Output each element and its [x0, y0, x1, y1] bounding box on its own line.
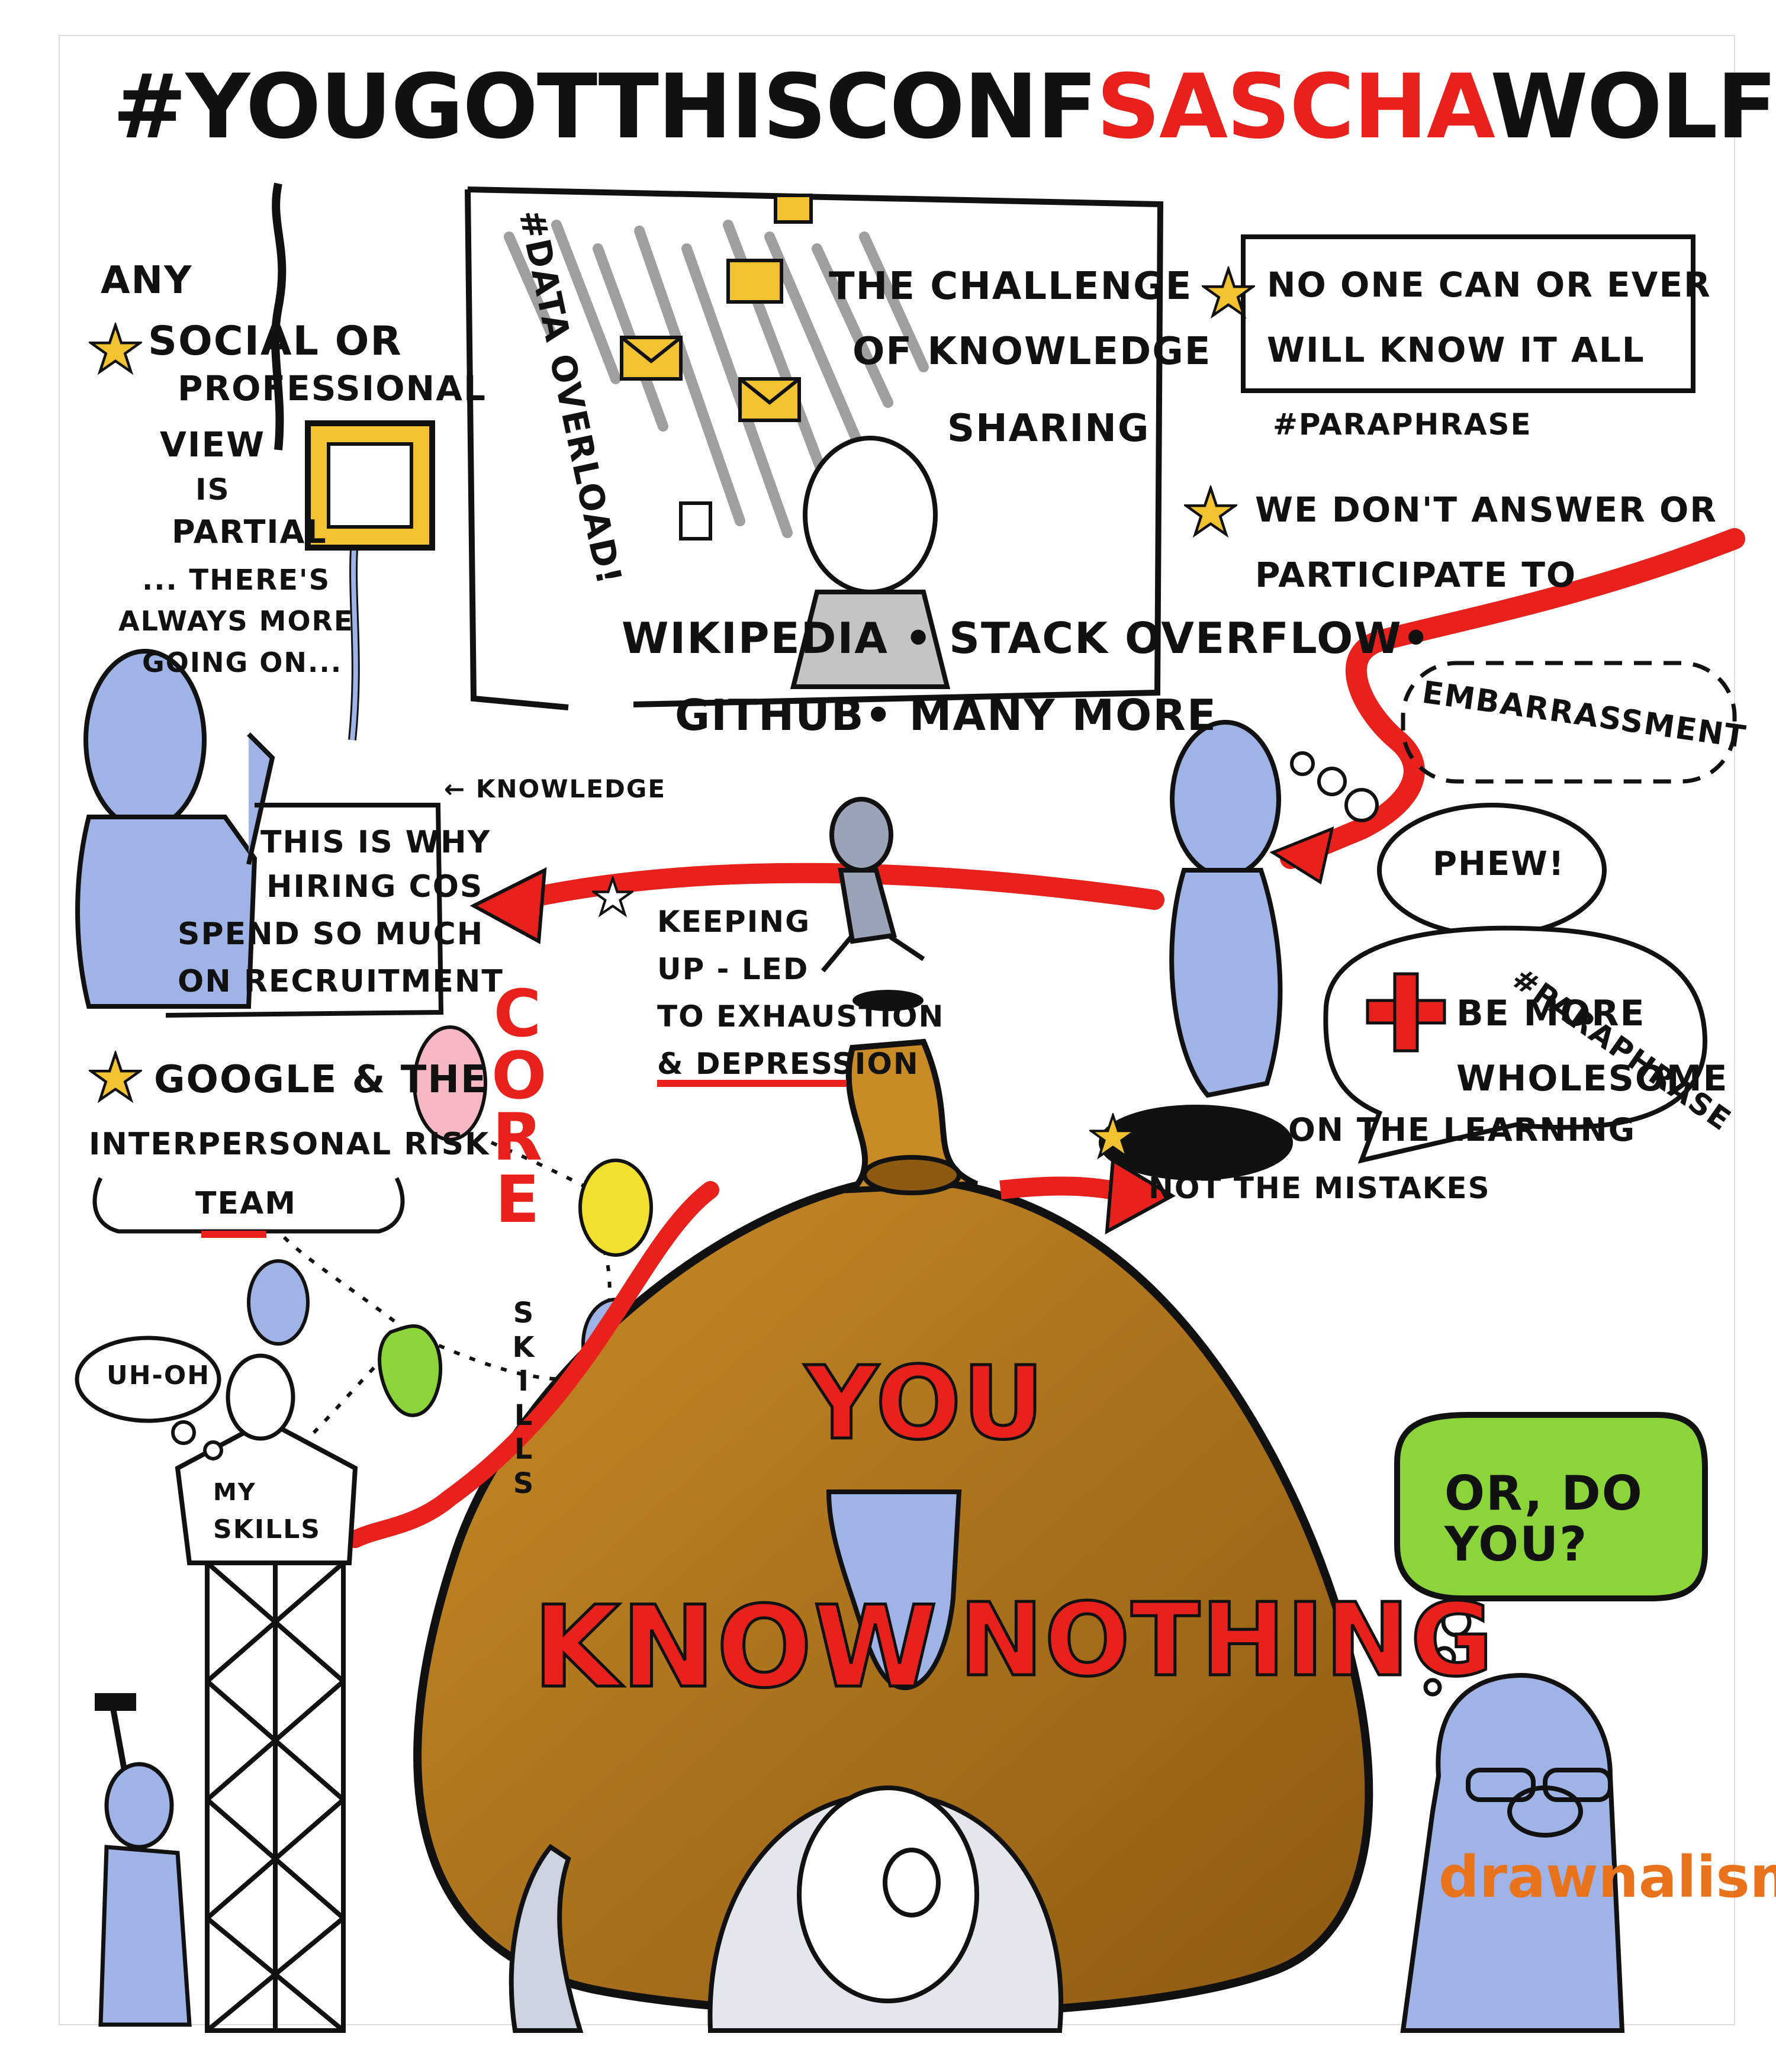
frame-icon [305, 420, 435, 551]
red-cross-icon [1366, 972, 1446, 1053]
partial-label: Partial [172, 513, 327, 551]
title-speaker-last: Wolf [1490, 56, 1776, 159]
professional-label: Professional [178, 368, 487, 408]
hiring-line-3: spend so much [178, 916, 484, 952]
star-icon [592, 876, 633, 918]
my-skills-line-1: My [213, 1479, 256, 1506]
challenge-line-1: The Challenge [829, 265, 1193, 308]
is-label: is [195, 472, 230, 507]
or-do-you-label: Or, Do You? [1444, 1466, 1643, 1572]
page-title: #YouGotThisConfSaschaWolf [112, 59, 1776, 155]
hiring-line-2: hiring Cos [266, 869, 484, 905]
star-icon [1089, 1113, 1137, 1160]
data-overload-box [465, 186, 1164, 710]
title-hashtag: #YouGotThisConf [112, 56, 1098, 159]
paraphrase-tag: #Paraphrase [1273, 407, 1532, 442]
embarrassment-cloud [1401, 661, 1737, 784]
social-label: Social or [148, 318, 403, 365]
keeping-line-1: Keeping [657, 905, 811, 939]
star-icon [1202, 266, 1255, 319]
challenge-line-2: of Knowledge [852, 330, 1212, 374]
green-bubble [1394, 1412, 1708, 1601]
bag-you-label: You [804, 1345, 1046, 1462]
be-more-line-2: Wholesome [1456, 1058, 1729, 1099]
star-icon [89, 323, 142, 375]
no-one-box [1241, 234, 1695, 393]
star-icon [1184, 485, 1237, 538]
platforms-line-1: Wikipedia • Stack Overflow• [622, 613, 1431, 663]
curved-arrow-icon [1280, 528, 1745, 869]
google-line-1: Google & the [154, 1058, 488, 1102]
google-line-2: Interpersonal Risk [89, 1127, 490, 1162]
no-one-line-1: No one can or ever [1267, 265, 1711, 305]
focus-line-1: Focus on the Learning [1148, 1111, 1636, 1148]
title-speaker-first: Sascha [1096, 56, 1491, 159]
keeping-line-2: up - led [657, 952, 809, 986]
phew-label: Phew! [1433, 845, 1565, 883]
more-line-3: going on... [142, 646, 343, 678]
bag-know-label: Know [531, 1582, 939, 1713]
we-dont-line-2: participate to [1255, 555, 1577, 595]
walking-figure [1099, 720, 1293, 1180]
more-line-1: ... There's [142, 564, 331, 597]
uh-oh-label: Uh-Oh [107, 1360, 211, 1391]
keeping-line-4: & depression [657, 1047, 919, 1081]
bag-nothing-label: Nothing [957, 1582, 1495, 1699]
hiring-line-1: This is why [260, 825, 491, 860]
view-label: View [160, 424, 266, 465]
signature: drawnalism [1439, 1844, 1776, 1910]
pointing-figure [75, 649, 275, 1009]
challenge-line-3: Sharing [947, 407, 1150, 451]
hiring-line-4: on recruitment [178, 964, 504, 999]
any-label: Any [101, 259, 193, 303]
envelope-icon [620, 194, 813, 540]
hiring-box [165, 803, 444, 1018]
star-icon [89, 1051, 142, 1103]
skills-vertical-label: SKILLS [512, 1296, 536, 1500]
platforms-line-2: GitHub• Many More [675, 690, 1217, 740]
be-more-line-1: Be More [1456, 993, 1646, 1034]
uh-oh-bubble [75, 1336, 221, 1423]
skills-tower [175, 1418, 358, 2033]
core-label: CORE [491, 976, 548, 1237]
focus-line-2: not the Mistakes [1148, 1171, 1491, 1205]
keeping-line-3: to exhaustion [657, 999, 945, 1034]
left-divider-line [271, 182, 287, 451]
knowledge-arrow-label: ← Knowledge [444, 774, 667, 803]
wholesome-bubble [1323, 925, 1708, 1164]
my-skills-line-2: Skills [213, 1514, 321, 1545]
google-line-3: Team [195, 1186, 297, 1221]
core-pink-face [413, 1025, 487, 1141]
no-one-line-2: will know it all [1267, 330, 1645, 370]
we-dont-line-1: We don't answer or [1255, 490, 1717, 530]
more-line-2: always more [118, 605, 354, 637]
